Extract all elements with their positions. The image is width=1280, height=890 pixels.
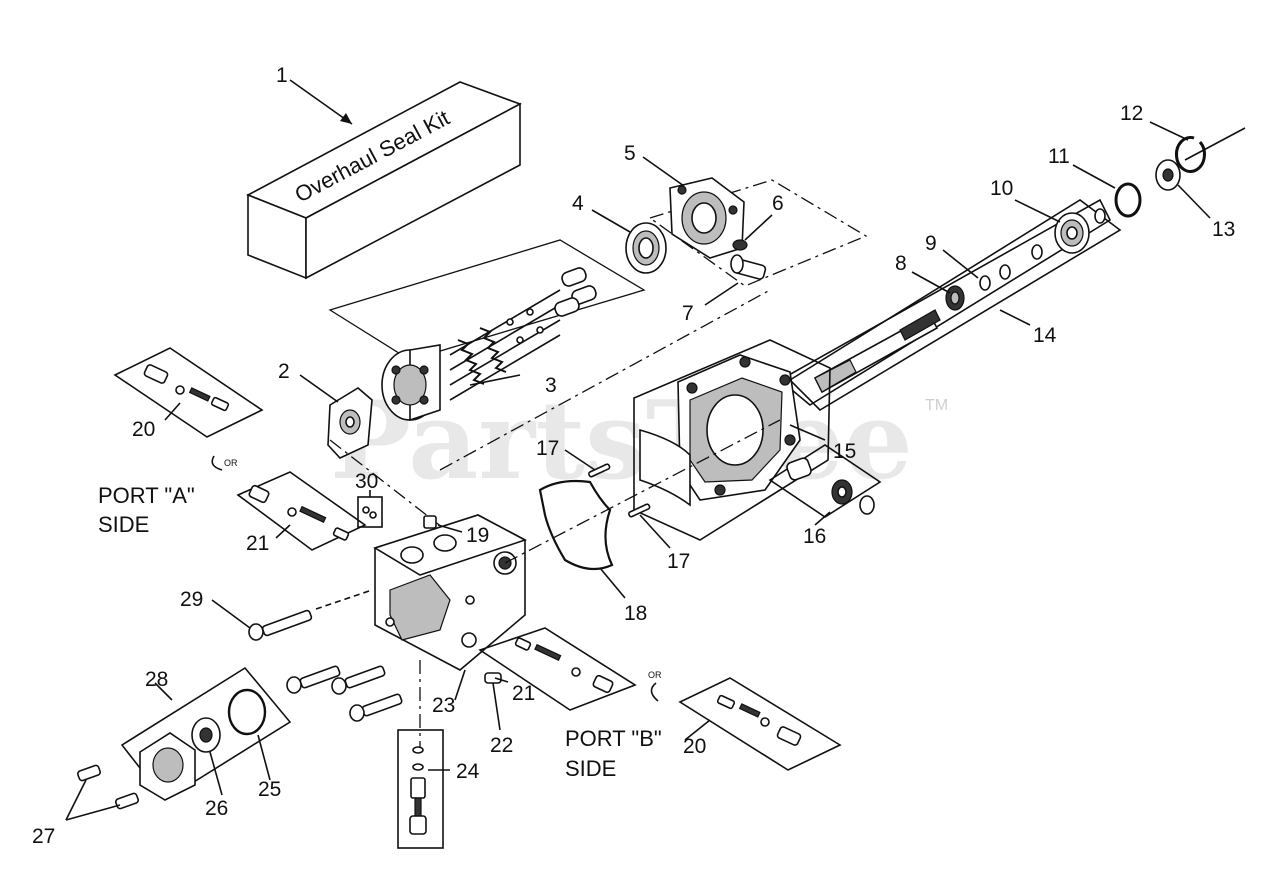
- callout-5: 5: [624, 142, 636, 165]
- relief-valve-20b[interactable]: [716, 694, 802, 746]
- center-section-block[interactable]: [373, 514, 528, 671]
- kit-box-14: [788, 199, 1122, 412]
- swash-bearing[interactable]: [625, 222, 667, 274]
- callout-21a: 21: [246, 532, 269, 555]
- seal-16[interactable]: [786, 457, 875, 515]
- lip-seal-13[interactable]: [1155, 159, 1181, 191]
- kit-box-3: [328, 239, 646, 361]
- callout-20b: 20: [683, 735, 706, 758]
- center-line-b: [439, 289, 771, 471]
- bolts-23[interactable]: [286, 665, 403, 722]
- callout-2: 2: [278, 360, 290, 383]
- callout-6: 6: [772, 192, 784, 215]
- callout-10: 10: [990, 177, 1013, 200]
- input-shaft[interactable]: [813, 309, 941, 394]
- callout-25: 25: [258, 778, 281, 801]
- leader-1: [289, 79, 353, 125]
- gerotor-26[interactable]: [191, 717, 221, 753]
- port-b-label-1: PORT "B": [565, 726, 662, 751]
- callout-13: 13: [1212, 218, 1235, 241]
- dowel-pin-17b[interactable]: [628, 503, 651, 518]
- seal-kit-box[interactable]: Overhaul Seal Kit: [246, 81, 522, 280]
- callout-29: 29: [180, 588, 203, 611]
- callout-24: 24: [456, 760, 480, 783]
- callout-26: 26: [205, 797, 228, 820]
- port-a-label-1: PORT "A": [98, 483, 195, 508]
- arrowhead-1: [340, 113, 352, 124]
- callout-4: 4: [572, 192, 584, 215]
- callout-1: 1: [276, 64, 288, 87]
- screws-27[interactable]: [76, 764, 140, 810]
- shaft-axis-line: [1184, 127, 1246, 161]
- or-label-a: OR: [224, 458, 238, 468]
- callout-3: 3: [545, 374, 557, 397]
- ball-bearing-10[interactable]: [1054, 208, 1106, 254]
- check-valve-21b[interactable]: [514, 637, 614, 694]
- callout-7: 7: [682, 302, 694, 325]
- center-line-d: [504, 419, 781, 564]
- bolt-29-axis: [315, 589, 373, 610]
- pin-22[interactable]: [484, 672, 502, 684]
- kit-box-21b: [478, 627, 637, 711]
- port-b-label-2: SIDE: [565, 756, 616, 781]
- kit-box-21a: [236, 471, 367, 551]
- callout-16: 16: [803, 525, 826, 548]
- watermark-trademark: TM: [925, 397, 948, 414]
- bolt-29[interactable]: [248, 609, 313, 641]
- gasket-shield[interactable]: [639, 428, 691, 507]
- main-housing[interactable]: [677, 354, 801, 501]
- housing-gasket-18[interactable]: [538, 479, 614, 571]
- trunnion-pin[interactable]: [730, 239, 767, 280]
- bushing-8[interactable]: [945, 285, 965, 311]
- plug-19[interactable]: [423, 515, 437, 529]
- callout-9: 9: [925, 232, 937, 255]
- callout-12: 12: [1120, 102, 1143, 125]
- end-cap-housing[interactable]: [669, 177, 745, 259]
- valve-plate[interactable]: [327, 387, 373, 459]
- relief-valve-20a[interactable]: [143, 364, 230, 412]
- callout-17a: 17: [536, 437, 559, 460]
- callout-23: 23: [432, 694, 455, 717]
- charge-pump-cover[interactable]: [139, 732, 196, 801]
- retaining-ring-11[interactable]: [1114, 182, 1142, 218]
- callout-21b: 21: [512, 682, 535, 705]
- check-valve-21a[interactable]: [248, 484, 350, 541]
- callout-27: 27: [32, 825, 55, 848]
- port-a-label-2: SIDE: [98, 512, 149, 537]
- kit-box-20a: [113, 347, 264, 438]
- snap-ring-12[interactable]: [1174, 135, 1206, 173]
- callout-18: 18: [624, 602, 647, 625]
- or-arrow-b: [650, 682, 659, 702]
- or-arrow-a: [211, 455, 223, 471]
- callout-19: 19: [466, 524, 489, 547]
- dowel-pin-17a[interactable]: [588, 463, 611, 478]
- callout-15: 15: [833, 440, 856, 463]
- kit-box-20b: [678, 677, 842, 771]
- callout-30: 30: [355, 470, 378, 493]
- bypass-valve-24[interactable]: [409, 746, 427, 835]
- callout-11: 11: [1048, 145, 1070, 168]
- kit-box-24: [397, 729, 444, 849]
- o-rings-9[interactable]: [979, 244, 1043, 291]
- callout-numbers: 1 2 3 4 5 6 7 8 9 10 11 12 13 14 15 16 1…: [32, 64, 1235, 848]
- callout-17b: 17: [667, 550, 690, 573]
- callout-22: 22: [490, 734, 513, 757]
- part-30[interactable]: [362, 506, 377, 519]
- leader-lines: [65, 121, 1211, 821]
- callout-28: 28: [145, 668, 168, 691]
- callout-14: 14: [1033, 324, 1057, 347]
- or-label-b: OR: [648, 670, 662, 680]
- callout-20a: 20: [132, 418, 155, 441]
- cylinder-block-kit[interactable]: [381, 266, 598, 422]
- callout-8: 8: [895, 252, 907, 275]
- o-ring-25[interactable]: [227, 688, 267, 736]
- kit-box-16: [768, 444, 882, 518]
